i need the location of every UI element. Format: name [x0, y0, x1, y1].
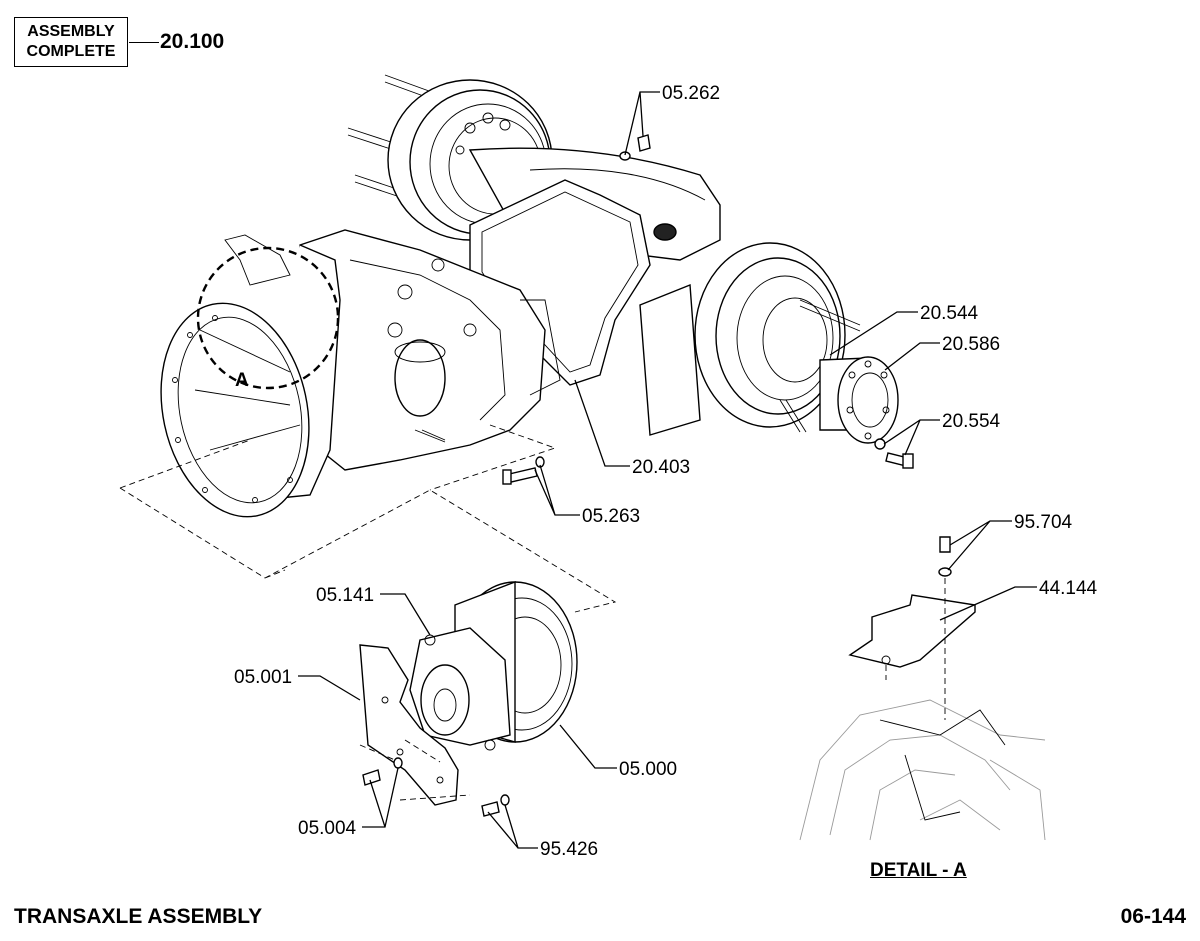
bolt-05-263: [502, 456, 545, 485]
callout-05-262: 05.262: [662, 83, 720, 104]
hub-flange: [819, 356, 899, 444]
alignment-line-main: [119, 424, 617, 613]
bolt-20-554: [874, 438, 914, 469]
assembly-leader-line: [129, 42, 159, 43]
transaxle-housing: [160, 74, 899, 518]
flex-plate-adapter: [409, 627, 511, 751]
detail-a-circle: [196, 246, 340, 390]
callout-20-554: 20.554: [942, 411, 1001, 432]
page-title: TRANSAXLE ASSEMBLY: [14, 905, 263, 928]
callout-05-263: 05.263: [582, 506, 640, 527]
callout-20-403: 20.403: [632, 457, 690, 478]
gearbox-body: [299, 229, 561, 471]
callout-05-001: 05.001: [234, 667, 292, 688]
bolt-05-004: [362, 757, 403, 786]
callout-20-586: 20.586: [942, 334, 1000, 355]
cover-plate-44-144: [848, 594, 976, 668]
callout-20-544: 20.544: [920, 303, 979, 324]
bell-housing: [160, 234, 341, 518]
assembly-reference-number: 20.100: [160, 30, 225, 53]
right-wheel-hub: [639, 242, 861, 436]
callout-95-426: 95.426: [540, 839, 598, 860]
leader-lines: [298, 91, 1037, 849]
detail-a-title: DETAIL - A: [870, 860, 967, 881]
bolt-05-262: [619, 134, 651, 161]
assembly-label-line1: ASSEMBLY: [27, 23, 115, 40]
detail-a-view: [799, 536, 1046, 841]
callout-05-004: 05.004: [298, 818, 357, 839]
detail-a-marker: A: [235, 370, 249, 391]
callout-44-144: 44.144: [1039, 578, 1098, 599]
assembly-complete-box: ASSEMBLY COMPLETE: [14, 17, 128, 67]
callout-95-704: 95.704: [1014, 512, 1073, 533]
assembly-label-line2: COMPLETE: [26, 43, 116, 60]
page-number: 06-144: [1120, 905, 1186, 928]
callout-05-000: 05.000: [619, 759, 677, 780]
callout-05-141: 05.141: [316, 585, 374, 606]
